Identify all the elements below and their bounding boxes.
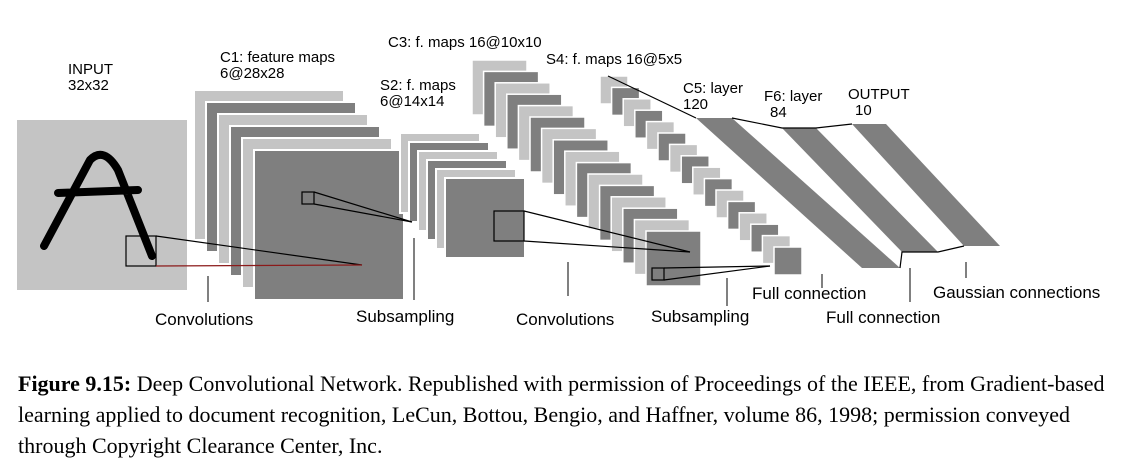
c3-title: C3: f. maps 16@10x10 — [388, 34, 542, 51]
input-title: INPUT — [68, 61, 113, 78]
lenet-architecture-diagram: INPUT 32x32 C1: feature maps 6@28x28 S2:… — [17, 34, 1100, 329]
c1-receptive-field — [301, 191, 315, 205]
s2-layer: S2: f. maps 6@14x14 — [380, 77, 526, 259]
output-size: 10 — [855, 102, 872, 119]
figure-caption: Figure 9.15: Deep Convolutional Network.… — [18, 368, 1118, 461]
sub2-line-bottom — [663, 265, 771, 281]
s4-layer — [599, 75, 803, 276]
caption-text: Deep Convolutional Network. Republished … — [18, 371, 1105, 458]
caption-label: Figure 9.15: — [18, 371, 132, 396]
input-image — [17, 120, 187, 290]
s4-receptive-field — [651, 267, 665, 281]
gauss-label: Gaussian connections — [933, 283, 1100, 302]
sub1-line-top — [313, 191, 413, 223]
c3-layer — [471, 59, 702, 287]
conv2-line-bottom — [523, 240, 691, 253]
output-band — [852, 124, 1000, 246]
full1-label: Full connection — [752, 284, 866, 303]
sub2-label: Subsampling — [651, 307, 749, 326]
output-bottom-edge — [899, 245, 965, 269]
connection-lines — [155, 75, 965, 281]
sub1-line-bottom — [313, 203, 413, 223]
input-size: 32x32 — [68, 77, 109, 94]
operation-ticks — [207, 238, 967, 306]
full2-label: Full connection — [826, 308, 940, 327]
output-title: OUTPUT — [848, 86, 910, 103]
f6-top-edge — [731, 117, 853, 129]
s4-map-16 — [773, 246, 803, 276]
c1-map-6 — [253, 149, 405, 301]
conv1-line-top — [155, 235, 363, 266]
conv2-label: Convolutions — [516, 310, 614, 329]
input-layer: INPUT 32x32 — [17, 61, 187, 290]
c5-layer: C5: layer 120 — [683, 80, 900, 268]
c5-band — [696, 118, 900, 268]
f6-layer: F6: layer 84 — [764, 88, 938, 252]
s2-receptive-field — [493, 210, 525, 242]
conv2-line-top — [523, 210, 691, 253]
c5-title: C5: layer — [683, 80, 743, 97]
sub2-line-top — [663, 265, 771, 269]
output-layer: OUTPUT 10 — [848, 86, 1000, 246]
s2-title: S2: f. maps — [380, 77, 456, 94]
handwritten-a-glyph — [40, 150, 156, 260]
c3-map-16 — [645, 230, 702, 287]
s2-map-6 — [444, 177, 526, 259]
conv1-label: Convolutions — [155, 310, 253, 329]
s4-title: S4: f. maps 16@5x5 — [546, 51, 682, 68]
c1-size: 6@28x28 — [220, 65, 284, 82]
c1-title: C1: feature maps — [220, 49, 335, 66]
sub1-label: Subsampling — [356, 307, 454, 326]
f6-title: F6: layer — [764, 88, 822, 105]
c1-layer: C1: feature maps 6@28x28 — [193, 49, 405, 301]
c5-size: 120 — [683, 96, 708, 113]
f6-size: 84 — [770, 104, 787, 121]
f6-band — [782, 128, 938, 252]
input-receptive-field — [125, 235, 157, 267]
c5-top-edge — [607, 75, 697, 119]
conv1-line-bottom — [155, 264, 363, 267]
s2-size: 6@14x14 — [380, 93, 444, 110]
